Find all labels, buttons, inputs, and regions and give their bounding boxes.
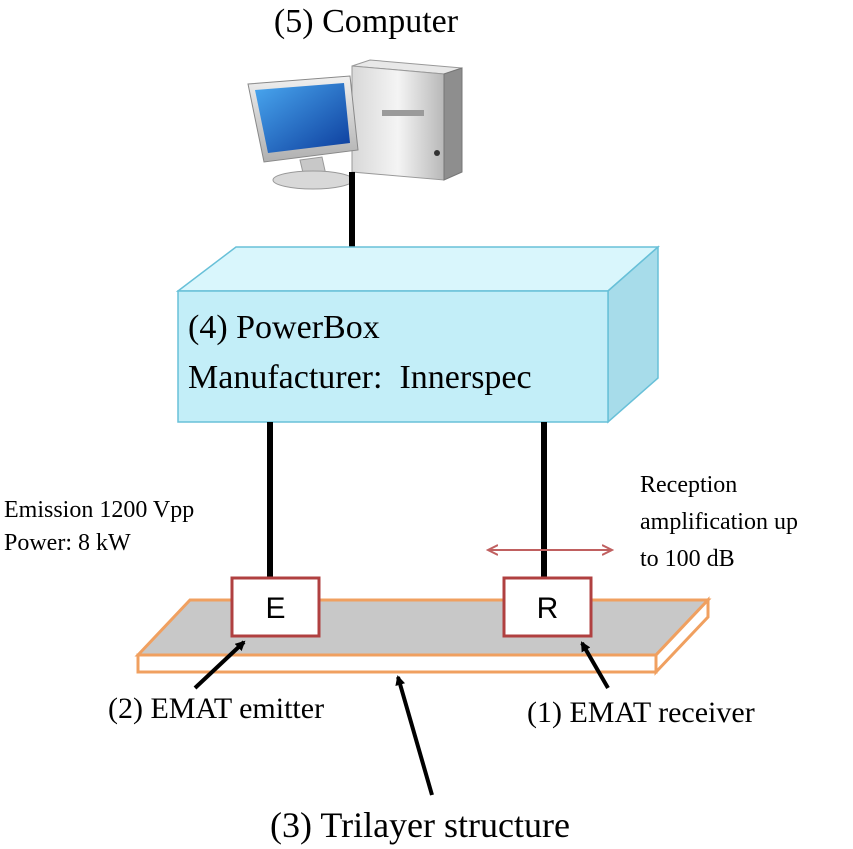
structure-label: (3) Trilayer structure [270,805,570,845]
powerbox-front [177,290,609,423]
emission-power-text: Power: 8 kW [4,530,131,556]
computer-label: (5) Computer [274,3,459,40]
structure-pointer-arrow-icon [395,675,434,796]
emitter-pointer-arrow-icon [193,640,246,690]
computer-monitor [247,75,359,190]
desktop-computer-icon [247,59,463,190]
computer-tower [351,59,463,181]
reception-text-line1: Reception [640,472,737,498]
receiver-pointer-arrow-icon [580,641,610,690]
reception-text-line2: amplification up [640,509,798,535]
emat-receiver: R [502,576,593,638]
receiver-box-label: R [537,592,559,625]
emat-emitter: E [230,576,321,638]
powerbox-manufacturer: Manufacturer: Innerspec [188,359,532,396]
powerbox-top [175,246,660,292]
reception-text-line3: to 100 dB [640,546,735,572]
powerbox: (4) PowerBox Manufacturer: Innerspec [175,245,660,424]
plate-side [654,596,710,676]
emitter-label: (2) EMAT emitter [108,692,324,725]
powerbox-title: (4) PowerBox [188,309,380,346]
plate-top [134,598,712,657]
emitter-box-label: E [265,592,285,625]
receiver-label: (1) EMAT receiver [527,696,755,729]
emission-voltage-text: Emission 1200 Vpp [4,497,194,523]
